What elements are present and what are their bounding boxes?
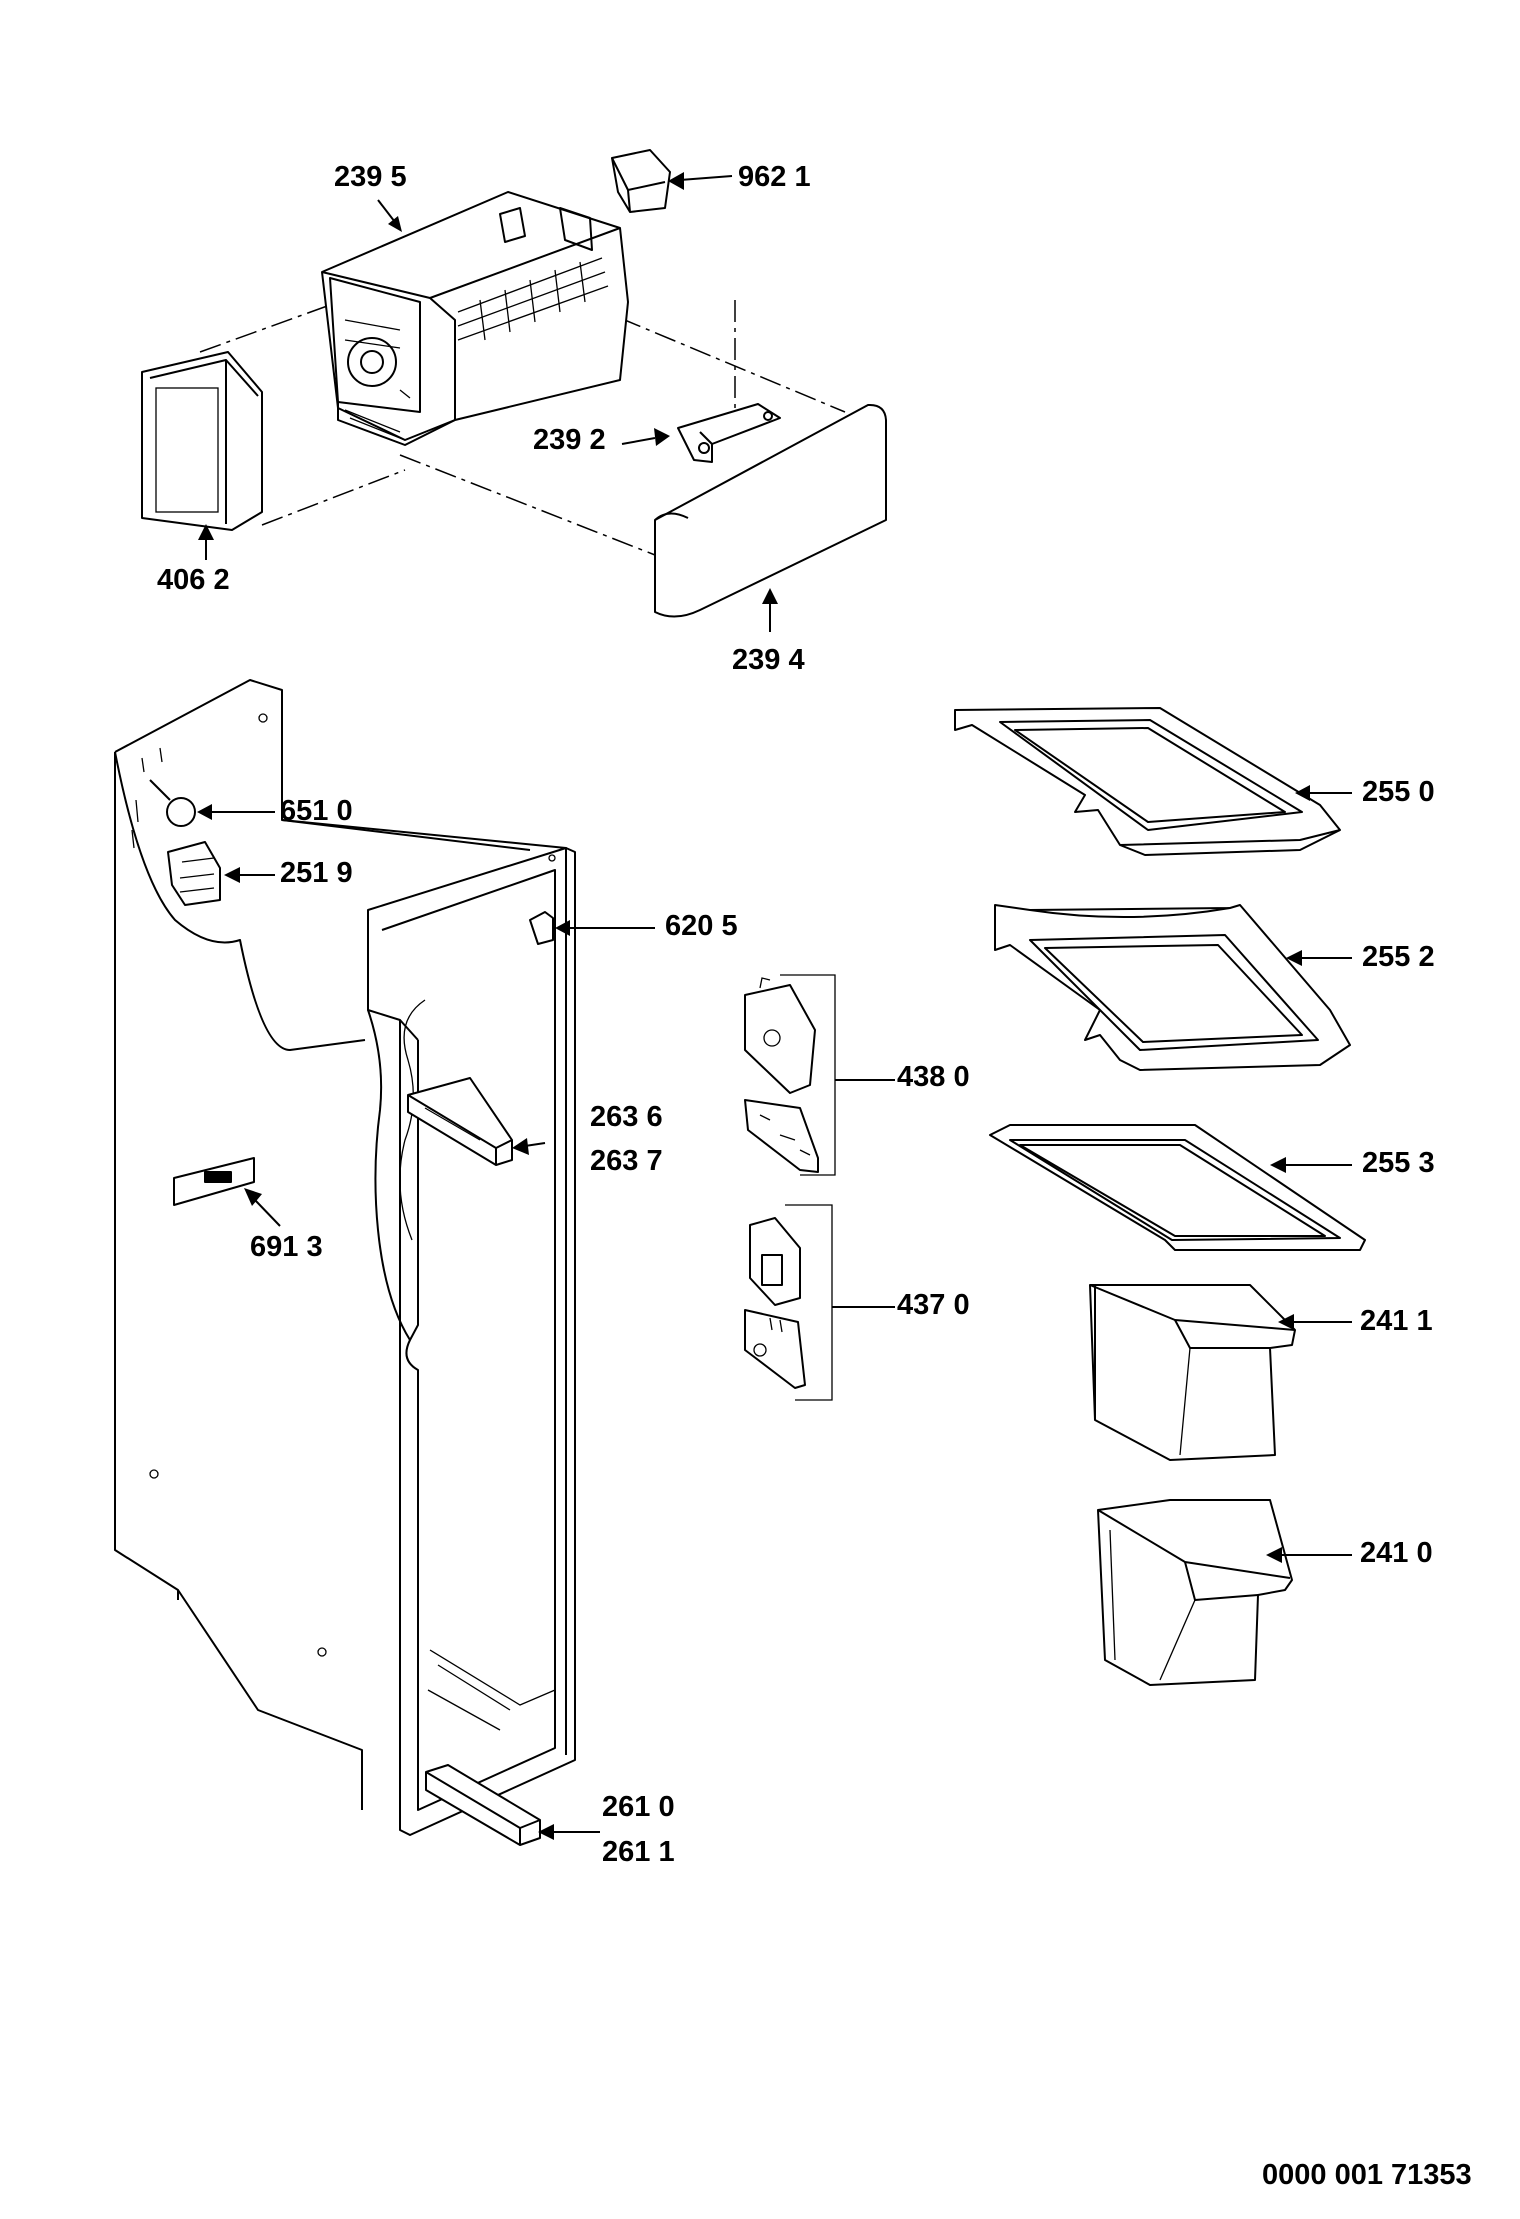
part-label-261-1: 261 1	[602, 1836, 675, 1868]
rail-part	[425, 1764, 541, 1846]
bracket-part	[611, 149, 671, 213]
shelf-255-0	[954, 707, 1341, 856]
part-label-691-3: 691 3	[250, 1231, 323, 1263]
cabinet-liner	[114, 679, 576, 1836]
shelf-255-3	[989, 1124, 1366, 1251]
part-label-438-0: 438 0	[897, 1061, 970, 1093]
part-label-406-2: 406 2	[157, 564, 230, 596]
part-label-255-2: 255 2	[1362, 941, 1435, 973]
hinge-bracket-part	[677, 403, 781, 463]
leader-lines	[197, 172, 1352, 1840]
part-label-255-3: 255 3	[1362, 1147, 1435, 1179]
part-label-437-0: 437 0	[897, 1289, 970, 1321]
label-plate-part	[173, 1157, 255, 1206]
duct-part	[407, 1077, 513, 1166]
part-label-255-0: 255 0	[1362, 776, 1435, 808]
control-board-438-group	[744, 974, 836, 1176]
part-label-651-0: 651 0	[280, 795, 353, 827]
front-cover-part	[141, 351, 263, 531]
part-label-251-9: 251 9	[280, 857, 353, 889]
part-label-263-6: 263 6	[590, 1101, 663, 1133]
sensor-bulb-part	[131, 747, 196, 849]
ice-maker-assembly	[141, 149, 887, 618]
bin-241-1	[1089, 1284, 1296, 1461]
drawing-number: 0000 001 71353	[1262, 2159, 1472, 2191]
part-label-239-5: 239 5	[334, 161, 407, 193]
clip-part	[167, 841, 221, 906]
shelf-255-2	[994, 904, 1351, 1071]
part-label-263-7: 263 7	[590, 1145, 663, 1177]
part-label-239-2: 239 2	[533, 424, 606, 456]
bin-241-0	[1097, 1499, 1293, 1686]
part-label-261-0: 261 0	[602, 1791, 675, 1823]
switch-part	[529, 911, 554, 945]
part-label-239-4: 239 4	[732, 644, 805, 676]
part-label-962-1: 962 1	[738, 161, 811, 193]
control-board-437-group	[744, 1204, 833, 1401]
front-panel-part	[654, 403, 887, 618]
part-label-241-0: 241 0	[1360, 1537, 1433, 1569]
part-label-620-5: 620 5	[665, 910, 738, 942]
ice-maker-unit-part	[321, 191, 629, 446]
part-label-241-1: 241 1	[1360, 1305, 1433, 1337]
